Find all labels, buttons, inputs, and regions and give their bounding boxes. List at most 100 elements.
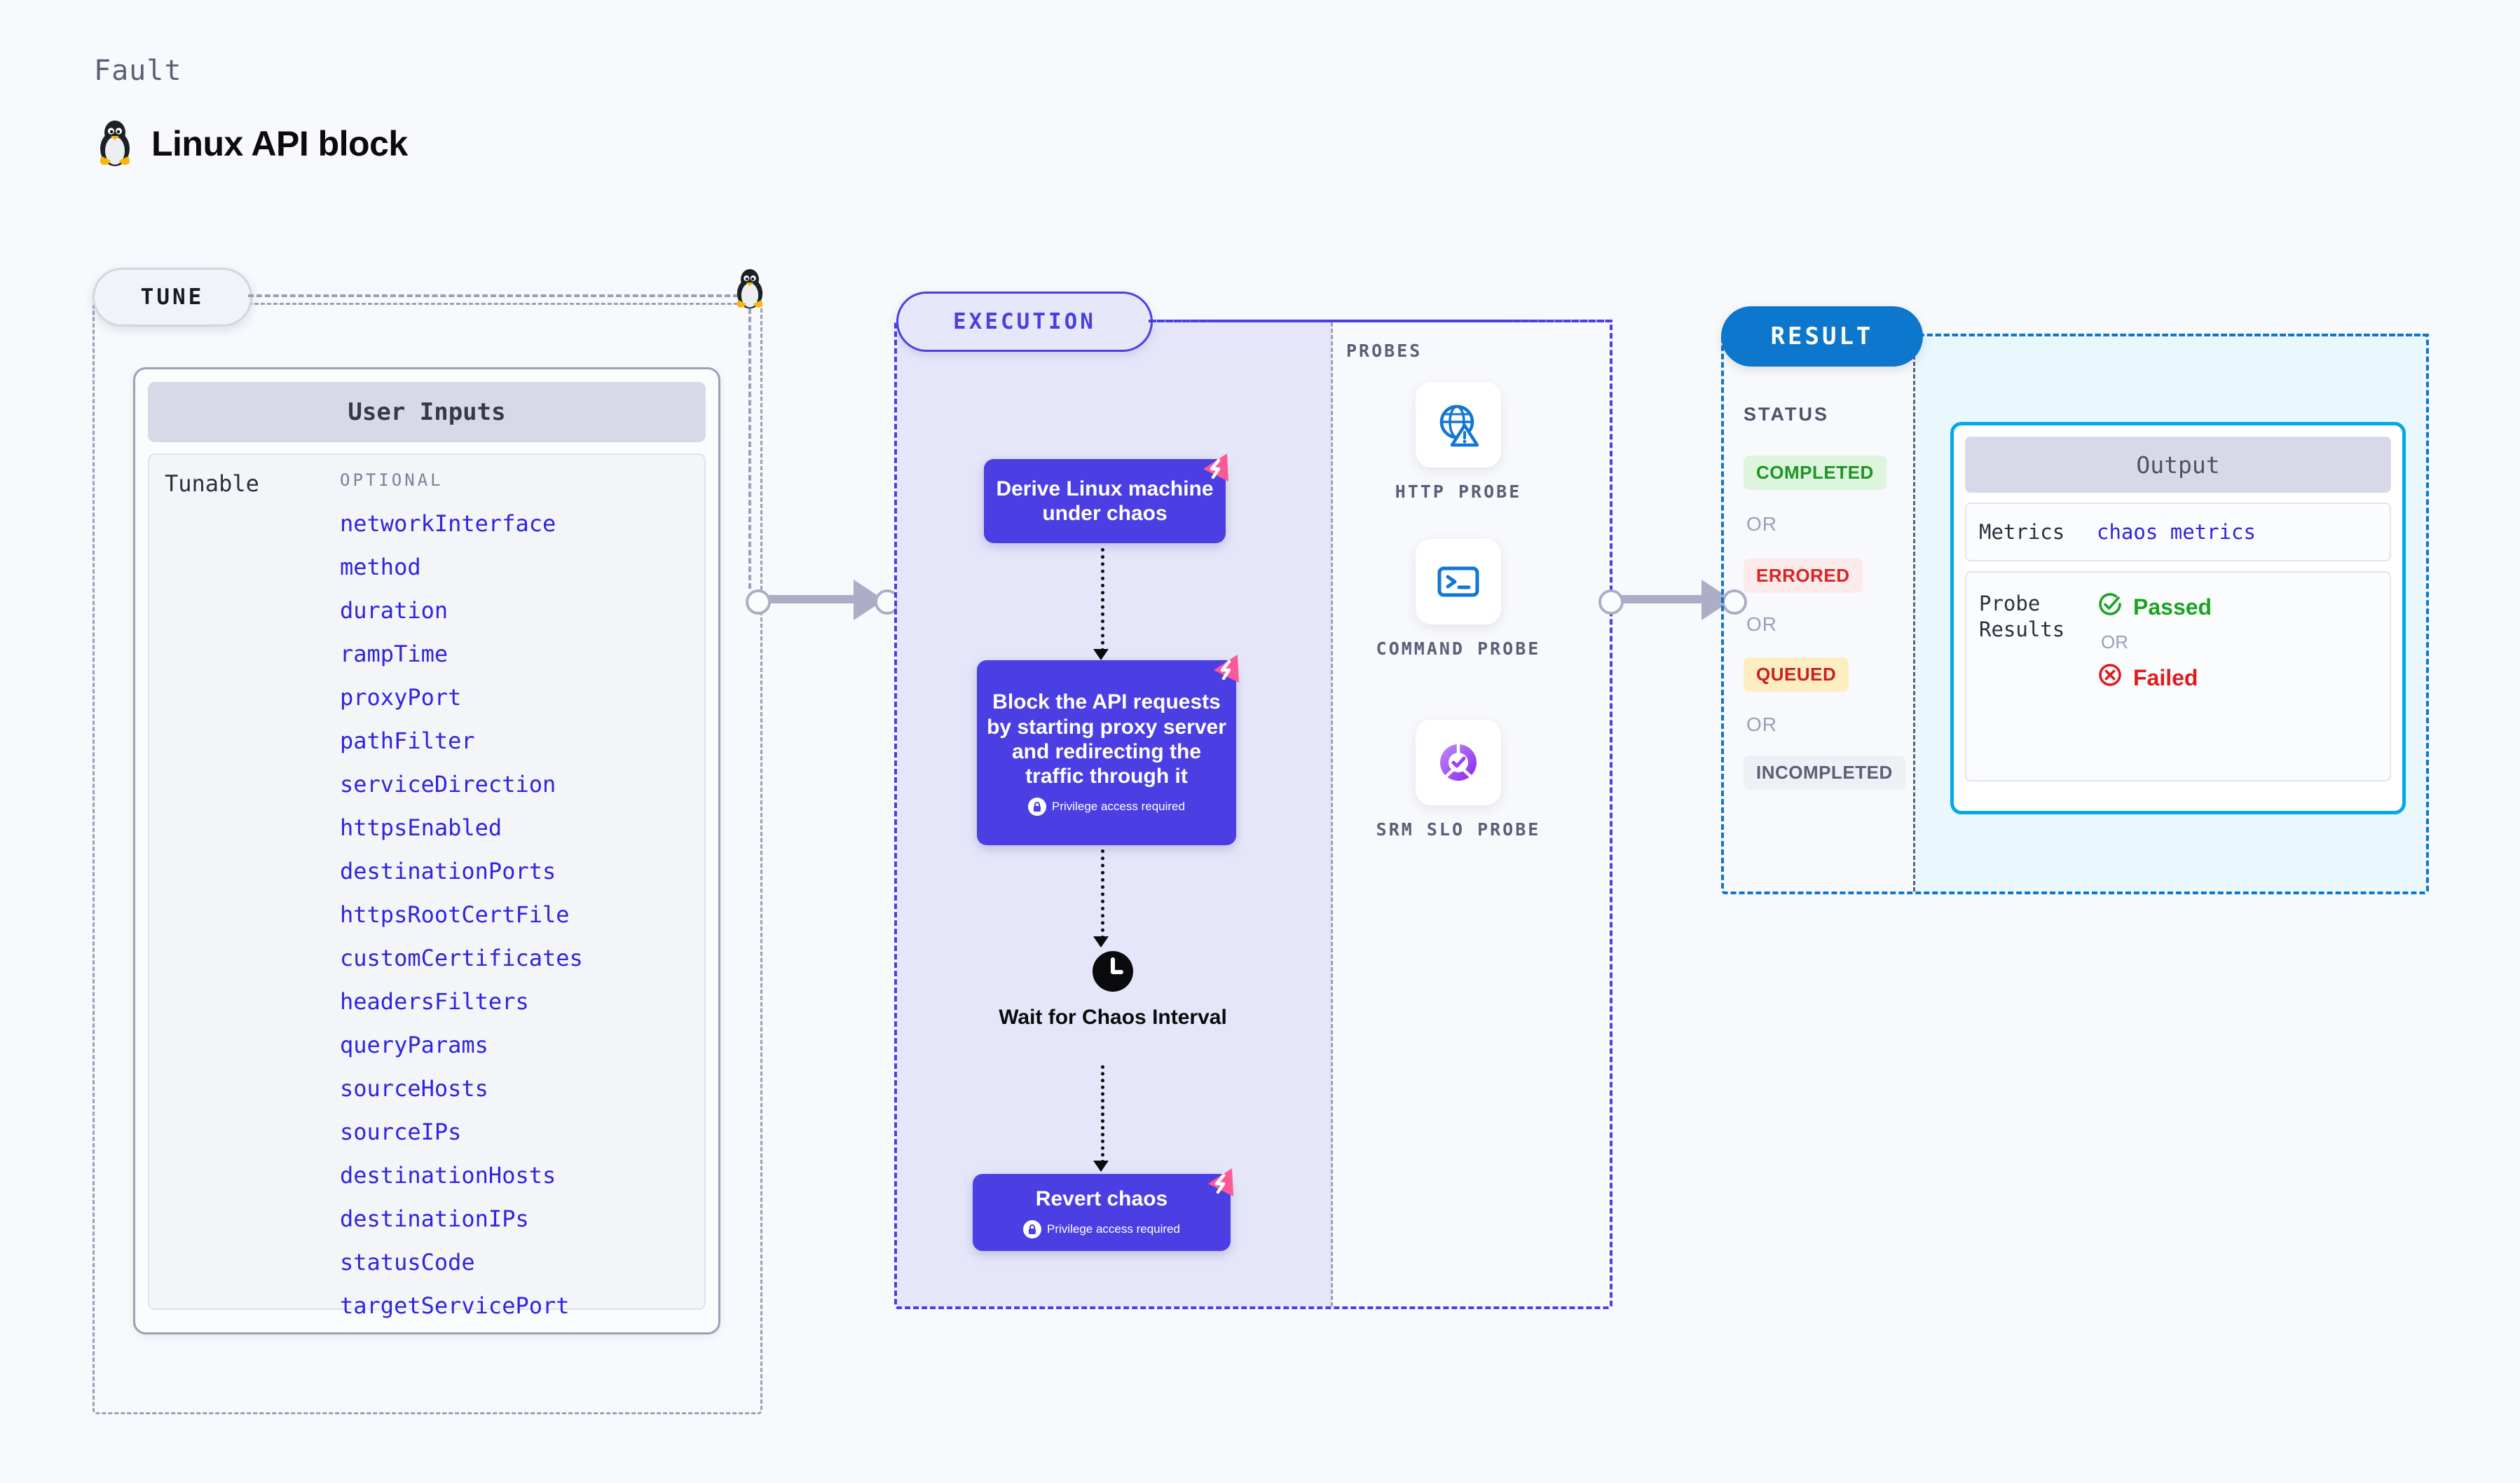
connector-execution-to-result (1598, 578, 1747, 620)
privilege-text: Privilege access required (1052, 799, 1185, 813)
user-inputs-card: User Inputs Tunable OPTIONAL networkInte… (133, 367, 720, 1334)
probe-label: SRM SLO PROBE (1376, 819, 1541, 840)
execution-node[interactable]: Revert chaos Privilege access required (973, 1168, 1233, 1251)
param-item[interactable]: proxyPort (340, 684, 462, 711)
tune-vertical-dash (748, 308, 751, 589)
status-badge-incompleted: INCOMPLETED (1744, 756, 1905, 790)
metrics-value[interactable]: chaos metrics (2097, 520, 2256, 545)
param-item[interactable]: sourceHosts (340, 1075, 488, 1102)
param-item[interactable]: httpsEnabled (340, 814, 502, 841)
param-item[interactable]: duration (340, 597, 448, 624)
tune-pill[interactable]: TUNE (93, 268, 252, 327)
x-circle-icon (2097, 662, 2123, 694)
execution-connector-line (1149, 320, 1612, 322)
probe-result-passed: Passed (2097, 591, 2212, 623)
param-item[interactable]: statusCode (340, 1249, 475, 1276)
param-item[interactable]: networkInterface (340, 510, 556, 537)
chaos-badge-icon (1196, 448, 1235, 487)
flow-arrow (1093, 1161, 1109, 1172)
probes-divider (1331, 322, 1333, 1306)
failed-label: Failed (2133, 664, 2198, 690)
result-pill[interactable]: RESULT (1721, 306, 1923, 367)
param-item[interactable]: headersFilters (340, 988, 529, 1015)
tunable-label: Tunable (165, 470, 259, 497)
tunable-column: Tunable (165, 470, 333, 1308)
probe-results-row: Probe Results Passed OR (1965, 571, 2391, 782)
probe-item-http[interactable]: HTTP PROBE (1367, 382, 1549, 504)
node-title: Derive Linux machine under chaos (996, 477, 1214, 525)
wait-for-chaos-node: Wait for Chaos Interval (980, 950, 1246, 1030)
param-item[interactable]: queryParams (340, 1032, 488, 1058)
execution-pill[interactable]: EXECUTION (896, 292, 1153, 352)
flow-arrow (1093, 649, 1109, 660)
lock-icon (1028, 797, 1047, 816)
status-badge-completed: COMPLETED (1744, 456, 1886, 490)
param-item[interactable]: targetServicePort (340, 1292, 570, 1319)
probe-item-command[interactable]: COMMAND PROBE (1367, 539, 1549, 661)
status-badge-queued: QUEUED (1744, 657, 1849, 692)
wait-label: Wait for Chaos Interval (999, 1006, 1227, 1029)
flow-line (1101, 849, 1104, 939)
param-item[interactable]: rampTime (340, 641, 448, 667)
param-item[interactable]: pathFilter (340, 727, 475, 754)
output-card: Output Metrics chaos metrics Probe Resul… (1950, 422, 2406, 814)
params-column: OPTIONAL networkInterface method duratio… (333, 470, 704, 1317)
page-kicker: Fault (94, 55, 182, 87)
privilege-text: Privilege access required (1047, 1222, 1180, 1236)
or-separator: OR (1746, 713, 1777, 735)
tune-region (93, 303, 762, 1414)
param-item[interactable]: serviceDirection (340, 771, 556, 798)
execution-node[interactable]: Block the API requests by starting proxy… (977, 655, 1239, 845)
tux-connector-icon (732, 265, 768, 313)
node-title: Block the API requests by starting proxy… (987, 690, 1226, 788)
metrics-row: Metrics chaos metrics (1965, 503, 2391, 562)
probe-result-failed: Failed (2097, 662, 2212, 694)
tune-connector-line (248, 294, 739, 297)
or-separator: OR (1746, 513, 1777, 535)
check-circle-icon (2097, 591, 2123, 623)
param-item[interactable]: sourceIPs (340, 1119, 462, 1145)
probe-label: HTTP PROBE (1395, 481, 1522, 502)
page-title: Linux API block (151, 123, 408, 163)
param-item[interactable]: customCertificates (340, 945, 583, 971)
flow-line (1101, 548, 1104, 652)
or-separator: OR (1746, 613, 1777, 635)
probe-results-key: Probe Results (1979, 592, 2065, 641)
slo-donut-check-icon (1416, 720, 1501, 805)
or-separator: OR (2101, 631, 2128, 653)
probe-results-values: Passed OR Failed (2097, 591, 2212, 694)
optional-label: OPTIONAL (340, 470, 444, 490)
chaos-badge-icon (1201, 1163, 1240, 1202)
param-item[interactable]: httpsRootCertFile (340, 901, 570, 928)
privilege-note: Privilege access required (1023, 1219, 1180, 1238)
result-inner-divider (1913, 336, 1915, 891)
user-inputs-body: Tunable OPTIONAL networkInterface method… (148, 453, 706, 1317)
terminal-icon (1416, 539, 1501, 624)
flow-line (1101, 1065, 1104, 1163)
passed-label: Passed (2133, 594, 2212, 620)
param-item[interactable]: destinationPorts (340, 858, 556, 884)
privilege-note: Privilege access required (1028, 797, 1185, 816)
connector-tune-to-execution (746, 578, 900, 620)
status-label: STATUS (1744, 404, 1829, 425)
execution-node[interactable]: Derive Linux machine under chaos (984, 453, 1228, 543)
metrics-key: Metrics (1979, 520, 2065, 544)
user-inputs-title: User Inputs (148, 382, 706, 442)
chaos-badge-icon (1207, 649, 1246, 688)
page-title-row: Linux API block (94, 116, 408, 171)
probes-section-label: PROBES (1346, 341, 1423, 361)
result-connector-line (1919, 334, 2429, 336)
param-item[interactable]: destinationHosts (340, 1162, 556, 1189)
clock-icon (980, 950, 1246, 997)
lock-icon (1023, 1219, 1042, 1238)
status-badge-errored: ERRORED (1744, 559, 1863, 593)
param-item[interactable]: destinationIPs (340, 1205, 529, 1232)
param-item[interactable]: method (340, 554, 421, 580)
tux-penguin-icon (94, 116, 136, 171)
probe-item-srm-slo[interactable]: SRM SLO PROBE (1367, 720, 1549, 842)
output-title: Output (1965, 437, 2391, 493)
node-title: Revert chaos (1035, 1187, 1168, 1211)
globe-warning-icon (1416, 382, 1501, 467)
probe-label: COMMAND PROBE (1376, 638, 1541, 659)
